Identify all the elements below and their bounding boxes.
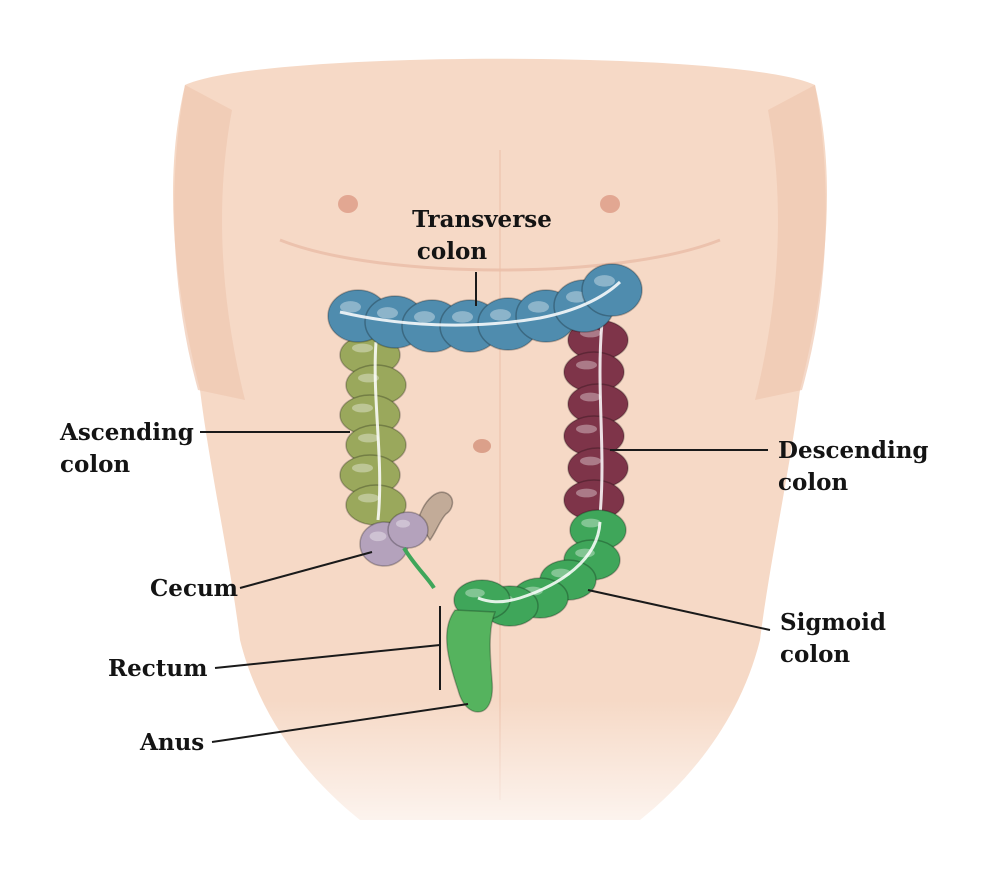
ascending-haustra-1-highlight xyxy=(352,343,373,353)
label-rectum: Rectum xyxy=(108,655,207,682)
label-cecum: Cecum xyxy=(150,575,238,602)
torso xyxy=(150,58,850,872)
transverse-haustra-4-highlight xyxy=(452,311,473,323)
sigmoid-taenia xyxy=(477,521,602,604)
transverse-haustra-5-highlight xyxy=(490,309,511,321)
sigmoid-haustra-1-highlight xyxy=(581,518,601,528)
label-transverse-line2: colon xyxy=(417,238,487,265)
descending-haustra-2-highlight xyxy=(576,360,597,370)
cecum-lobe-1-highlight xyxy=(369,531,387,542)
transverse-haustra-7-highlight xyxy=(566,291,587,303)
ascending-haustra-5-highlight xyxy=(352,463,373,473)
transverse-taenia xyxy=(339,280,622,327)
bottom-fade xyxy=(150,700,850,872)
colon xyxy=(327,263,643,713)
rectum-shape xyxy=(445,609,497,713)
cecum-shape xyxy=(359,511,429,567)
transverse-haustra-2-highlight xyxy=(377,307,398,319)
label-ascending-line2: colon xyxy=(60,451,130,478)
sigmoid-haustra-6-highlight xyxy=(465,588,485,598)
cecum-tail xyxy=(402,546,436,590)
ascending-haustra-3-highlight xyxy=(352,403,373,413)
descending-haustra-4-highlight xyxy=(576,424,597,434)
ascending-haustra-4-highlight xyxy=(358,433,379,443)
label-descending-line2: colon xyxy=(778,469,848,496)
label-transverse-line1: Transverse xyxy=(412,206,552,233)
leader-cecum xyxy=(239,551,373,589)
navel xyxy=(473,439,491,453)
descending-haustra-6-highlight xyxy=(576,488,597,498)
sigmoid-colon xyxy=(453,509,627,627)
cecum-lobe-2 xyxy=(387,511,429,549)
transverse-colon xyxy=(327,263,643,353)
label-ascending-line1: Ascending xyxy=(59,419,194,446)
transverse-haustra-8-highlight xyxy=(594,275,615,287)
label-transverse-colon: Transverse colon xyxy=(412,206,560,265)
label-sigmoid-colon: Sigmoid colon xyxy=(780,609,894,668)
leader-sigmoid xyxy=(587,589,771,631)
label-sigmoid-line1: Sigmoid xyxy=(780,609,886,636)
descending-haustra-5-highlight xyxy=(580,456,601,466)
transverse-haustra-6-highlight xyxy=(528,301,549,313)
cecum-lobe-2-highlight xyxy=(396,519,410,528)
leader-anus xyxy=(211,703,469,743)
label-anus: Anus xyxy=(139,729,204,756)
label-descending-line1: Descending xyxy=(778,437,929,464)
descending-taenia xyxy=(598,321,604,516)
transverse-haustra-1-highlight xyxy=(340,301,361,313)
right-arm-shade xyxy=(755,85,826,400)
label-sigmoid-line2: colon xyxy=(780,641,850,668)
leader-lines xyxy=(200,272,771,743)
ascending-colon xyxy=(339,334,407,526)
labels: Transverse colon Ascending colon Descend… xyxy=(59,206,937,756)
ascending-taenia xyxy=(373,341,382,521)
label-descending-colon: Descending colon xyxy=(778,437,937,496)
descending-haustra-3-highlight xyxy=(580,392,601,402)
leader-rectum xyxy=(214,644,441,669)
label-ascending-colon: Ascending colon xyxy=(59,419,202,478)
right-nipple xyxy=(600,195,620,213)
left-arm-shade xyxy=(174,85,245,400)
transverse-haustra-3-highlight xyxy=(414,311,435,323)
ascending-haustra-6-highlight xyxy=(358,493,379,503)
left-nipple xyxy=(338,195,358,213)
ascending-haustra-2-highlight xyxy=(358,373,379,383)
